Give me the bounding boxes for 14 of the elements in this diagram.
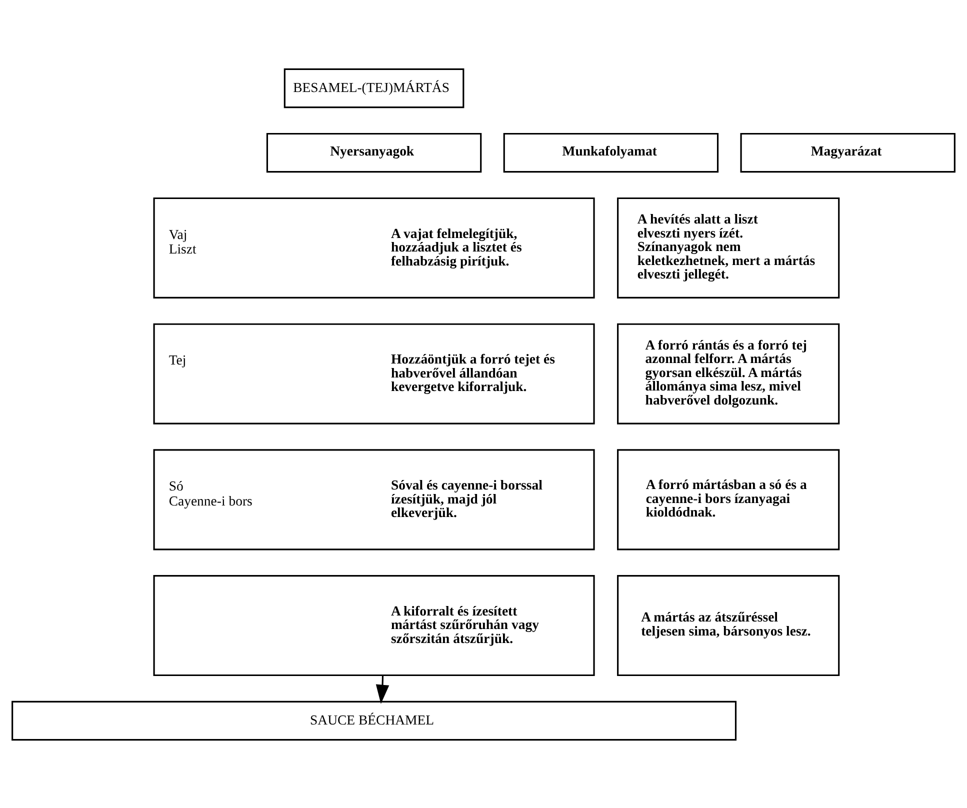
node-box: Nyersanyagok bbox=[266, 132, 482, 172]
node-box: Munkafolyamat bbox=[503, 132, 719, 172]
node-box: BESAMEL-(TEJ)MÁRTÁS bbox=[284, 68, 464, 108]
node-box: A mártás az átszűréssel teljesen sima, bársonyos lesz. bbox=[617, 574, 840, 676]
node-box: A forró rántás és a forró tej azonnal felforr. A mártás gyorsan elkészül. A mártás állománya sima lesz, mivel habverővel dolgozunk. bbox=[617, 322, 840, 424]
node-box: SAUCE BÉCHAMEL bbox=[12, 700, 737, 740]
node-box: A forró mártásban a só és a cayenne-i bors ízanyagai kioldódnak. bbox=[617, 448, 840, 550]
node-box: Magyarázat bbox=[740, 132, 956, 172]
arrow bbox=[376, 674, 390, 704]
node-box: Tej Hozzáöntjük a forró tejet és habverővel állandóan kevergetve kiforraljuk. bbox=[153, 322, 595, 424]
node-box: Só Cayenne-i bors Sóval és cayenne-i borssal ízesítjük, majd jól elkeverjük. bbox=[153, 448, 595, 550]
node-box: A hevítés alatt a liszt elveszti nyers ízét. Színanyagok nem keletkezhetnek, mert a mártás elveszti jellegét. bbox=[617, 196, 840, 298]
node-box: A kiforralt és ízesített mártást szűrőruhán vagy szőrszitán átszűrjük. bbox=[153, 574, 595, 676]
node-box: Vaj Liszt A vajat felmelegítjük, hozzáadjuk a lisztet és felhabzásig pirítjuk. bbox=[153, 196, 595, 298]
